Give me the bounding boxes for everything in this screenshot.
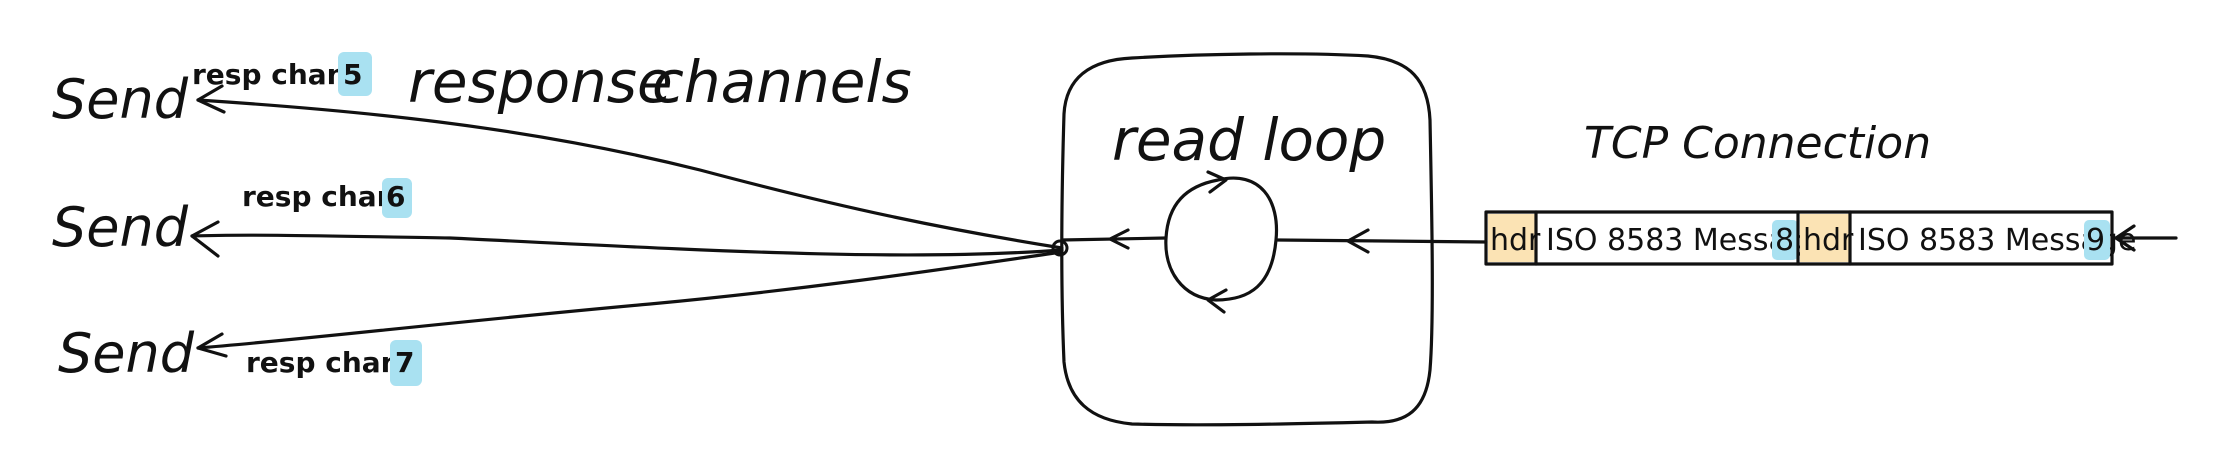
message-9-header: hdr xyxy=(1803,223,1854,258)
message-9-number-highlight xyxy=(2084,220,2110,260)
loop-exit-arrowhead xyxy=(1108,228,1130,250)
resp-chan-7-highlight xyxy=(390,340,422,386)
arrow-to-send-1 xyxy=(196,98,1064,250)
arrow-to-send-3 xyxy=(196,250,1064,350)
tcp-connection-label: TCP Connection xyxy=(1584,118,1931,169)
arrowhead-send-1 xyxy=(196,84,226,114)
message-9-header-fill xyxy=(1800,214,1850,262)
message-stream: hdr ISO 8583 Message 8 hdr ISO 8583 Mess… xyxy=(1484,210,2136,266)
resp-chan-label-2: resp chan xyxy=(242,180,397,213)
junction-node xyxy=(1051,239,1069,257)
resp-chan-6-highlight xyxy=(382,178,412,218)
message-8-number: 8 xyxy=(1775,223,1794,258)
arrowhead-send-2 xyxy=(190,220,220,258)
loop-arrowhead-top xyxy=(1206,170,1228,194)
resp-chan-5-highlight xyxy=(338,52,372,96)
message-8-number-highlight xyxy=(1772,220,1798,260)
resp-chan-number-6: 6 xyxy=(386,180,405,213)
resp-chan-label-3: resp chan xyxy=(246,346,401,379)
incoming-arrowhead xyxy=(2114,224,2136,252)
resp-chan-label-1: resp chan xyxy=(192,58,347,91)
tcp-arrowhead xyxy=(1346,228,1370,254)
tcp-to-loop-line xyxy=(1276,238,1488,244)
message-8-header-fill xyxy=(1488,214,1536,262)
resp-chan-number-5: 5 xyxy=(343,58,362,91)
send-label-2: Send xyxy=(52,196,189,259)
arrowhead-send-3 xyxy=(196,332,228,358)
loop-exit-line xyxy=(1060,236,1168,242)
message-8-header: hdr xyxy=(1490,223,1541,258)
loop-circle xyxy=(1164,176,1279,302)
send-label-3: Send xyxy=(58,322,195,385)
read-loop-title: read loop xyxy=(1112,106,1386,174)
resp-chan-number-7: 7 xyxy=(395,346,414,379)
send-label-1: Send xyxy=(52,68,189,131)
read-loop-box xyxy=(1060,52,1434,427)
response-channels-title-2: channels xyxy=(652,48,912,116)
message-9-number: 9 xyxy=(2086,223,2105,258)
response-channels-title-1: response xyxy=(408,48,673,116)
loop-arrowhead-bottom xyxy=(1206,288,1228,314)
arrow-to-send-2 xyxy=(190,233,1064,257)
